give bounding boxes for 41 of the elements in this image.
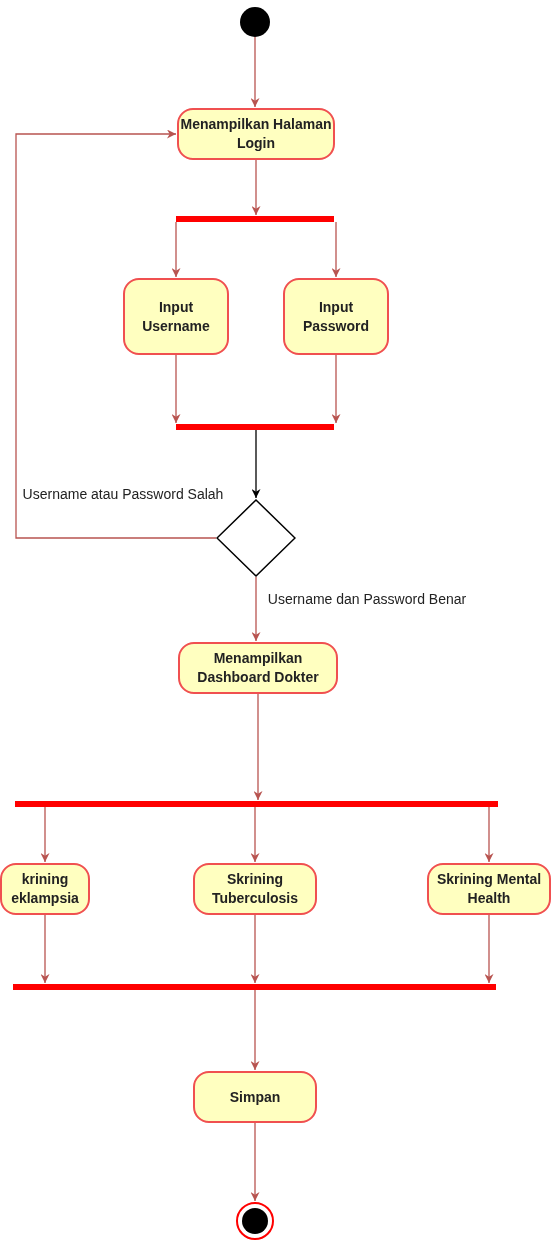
flow-arrow (484, 806, 494, 863)
activity-box (0, 863, 90, 915)
activity-label: Skrining Tuberculosis (210, 870, 300, 908)
fork-bar (13, 984, 496, 990)
activity-label: Input Username (141, 297, 211, 336)
flow-arrow (250, 1122, 260, 1202)
activity-label: Menampilkan Halaman Login (179, 115, 333, 153)
flow-arrow (15, 129, 217, 539)
activity-label: Menampilkan Dashboard Dokter (196, 649, 320, 687)
activity-box (283, 278, 389, 355)
flow-arrow (251, 429, 261, 499)
start-node (240, 7, 270, 37)
flow-arrow (250, 36, 260, 108)
fork-bar (176, 216, 334, 222)
flow-arrow (251, 159, 261, 216)
decision-diamond (216, 499, 296, 577)
flow-arrow (171, 221, 181, 278)
flow-arrow (250, 806, 260, 863)
flow-arrow (484, 914, 494, 984)
activity-label: Simpan (229, 1087, 281, 1107)
activity-label: Input Password (301, 297, 371, 336)
flow-arrow (331, 354, 341, 424)
fork-bar (176, 424, 334, 430)
flow-arrow (250, 914, 260, 984)
activity-box (178, 642, 338, 694)
flow-arrow (171, 354, 181, 424)
flow-arrow (331, 221, 341, 278)
flow-arrow (253, 693, 263, 801)
activity-box (193, 863, 317, 915)
flow-arrow (251, 576, 261, 642)
activity-box (427, 863, 551, 915)
activity-box (123, 278, 229, 355)
fork-bar (15, 801, 498, 807)
flow-arrow (40, 914, 50, 984)
flow-arrow (250, 989, 260, 1071)
activity-label: krining eklampsia (10, 870, 80, 908)
activity-box (193, 1071, 317, 1123)
activity-label: Skrining Mental Health (435, 870, 543, 908)
end-node (236, 1202, 274, 1240)
flow-arrow (40, 806, 50, 863)
activity-box (177, 108, 335, 160)
